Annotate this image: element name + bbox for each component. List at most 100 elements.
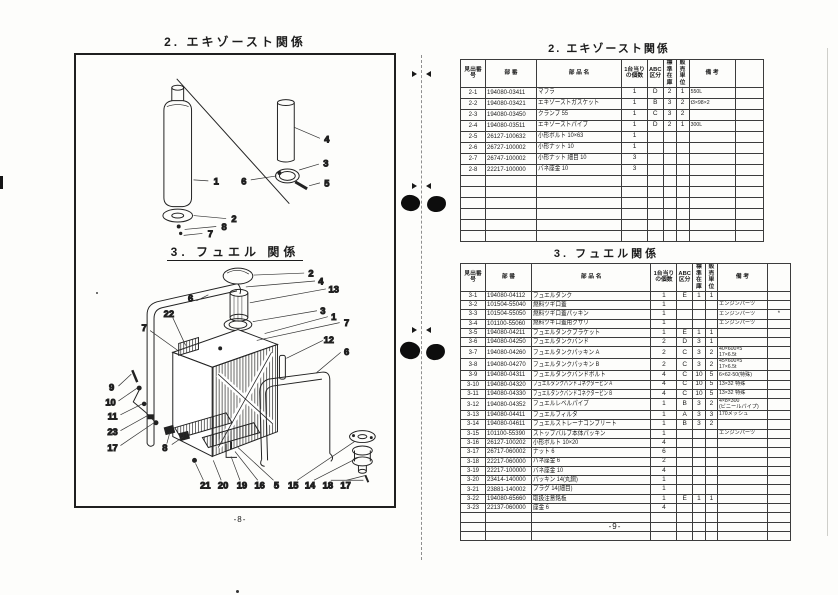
table-cell: 1	[650, 428, 678, 439]
table-cell: 3-14	[460, 419, 486, 430]
callout-number: 22	[164, 308, 174, 319]
table-cell: E	[676, 290, 693, 301]
table-cell: 3	[704, 409, 718, 421]
table-cell	[621, 185, 648, 198]
table-cell: 4	[650, 388, 678, 400]
table-cell: 26747-100002	[485, 152, 537, 165]
table-cell: 1	[650, 309, 678, 320]
column-header: 部 品 名	[536, 59, 622, 88]
table-cell	[691, 309, 706, 320]
leader-line	[245, 280, 316, 288]
empty-row	[460, 207, 764, 220]
table-cell	[704, 309, 718, 320]
table-cell	[662, 152, 677, 165]
table-cell	[688, 130, 736, 143]
table-cell	[662, 229, 677, 242]
table-cell: E	[676, 327, 693, 339]
table-cell: 2	[650, 337, 678, 348]
table-cell	[536, 207, 622, 220]
table-cell	[662, 130, 677, 143]
table-cell	[676, 484, 693, 495]
page-edge-line	[827, 48, 828, 536]
table-cell	[650, 530, 678, 542]
callout-number: 17	[107, 442, 117, 453]
table-cell: 3-22	[460, 493, 486, 505]
column-header	[734, 59, 764, 88]
table-cell	[691, 475, 706, 486]
registration-arrow-icon	[412, 327, 417, 333]
table-cell	[536, 229, 622, 242]
table-cell: フュエルストレーナコンプリート	[530, 419, 652, 430]
right-page-number: -9-	[608, 522, 622, 531]
table-cell	[691, 502, 706, 514]
leader-line	[172, 317, 186, 346]
table-cell	[647, 185, 664, 198]
table-cell: *	[766, 309, 791, 320]
table-cell: フュエルフィルタ	[530, 409, 652, 421]
table-cell: 22217-100000	[485, 465, 532, 477]
leader-line	[149, 330, 178, 351]
table-cell	[691, 465, 706, 477]
table-cell	[766, 484, 791, 495]
table-cell	[647, 130, 664, 143]
table-cell: 194080-04330	[485, 388, 532, 400]
callout-number: 20	[218, 480, 228, 491]
punch-hole-mark	[398, 339, 422, 362]
table-cell: エキゾーストパイプ	[536, 119, 622, 132]
table-cell	[734, 141, 764, 154]
table-cell: フュエルタンクブラケット	[530, 327, 652, 339]
empty-row	[460, 185, 764, 198]
table-cell: 3	[691, 409, 706, 421]
table-cell: 1	[704, 327, 718, 339]
table-cell: ナット 6	[530, 447, 652, 458]
leader-line	[286, 340, 324, 359]
table-cell: 22217-060000	[485, 456, 532, 467]
callout-number: 6	[188, 292, 193, 303]
table-cell: 194080-04211	[485, 327, 532, 339]
column-header: 1台当り の個数	[650, 263, 678, 292]
table-cell: 13×32 特殊	[716, 379, 768, 390]
table-cell: 4×8×300 (ビニールパイプ)	[716, 398, 768, 412]
punch-hole-mark	[426, 195, 447, 213]
callout-number: 2	[308, 268, 313, 279]
table-cell: 2	[704, 419, 718, 430]
table-cell	[460, 229, 486, 242]
table-cell: 26127-100202	[485, 437, 532, 449]
table-cell: 6×62-50(特殊)	[716, 370, 768, 381]
table-cell: 燃料ツギ口蓋用クサリ	[530, 318, 652, 329]
table-cell: 1	[621, 86, 648, 99]
table-cell: 3-6	[460, 337, 486, 348]
table-cell: 3	[691, 358, 706, 372]
table-cell: 194080-04411	[485, 409, 532, 421]
empty-row	[460, 530, 791, 542]
table-cell: 取扱注意銘板	[530, 493, 652, 505]
table-cell	[734, 108, 764, 121]
table-cell	[734, 119, 764, 132]
table-cell: 3-18	[460, 456, 486, 467]
callout-number: 2	[231, 213, 236, 224]
column-header: 見出番号	[460, 263, 486, 292]
table-cell: C	[676, 346, 693, 360]
empty-row	[460, 218, 764, 231]
table-cell	[766, 530, 791, 542]
table-cell	[704, 456, 718, 467]
table-cell	[675, 196, 690, 209]
table-cell	[676, 437, 693, 449]
table-cell: 10	[691, 370, 706, 381]
table-cell: 小形ボルト 10×20	[530, 437, 652, 449]
table-cell: 1	[621, 108, 648, 121]
leader-line	[120, 415, 148, 431]
table-cell	[716, 502, 768, 514]
callout-number: 1	[331, 311, 336, 322]
table-cell	[766, 358, 791, 372]
table-cell: 3-15	[460, 428, 486, 439]
